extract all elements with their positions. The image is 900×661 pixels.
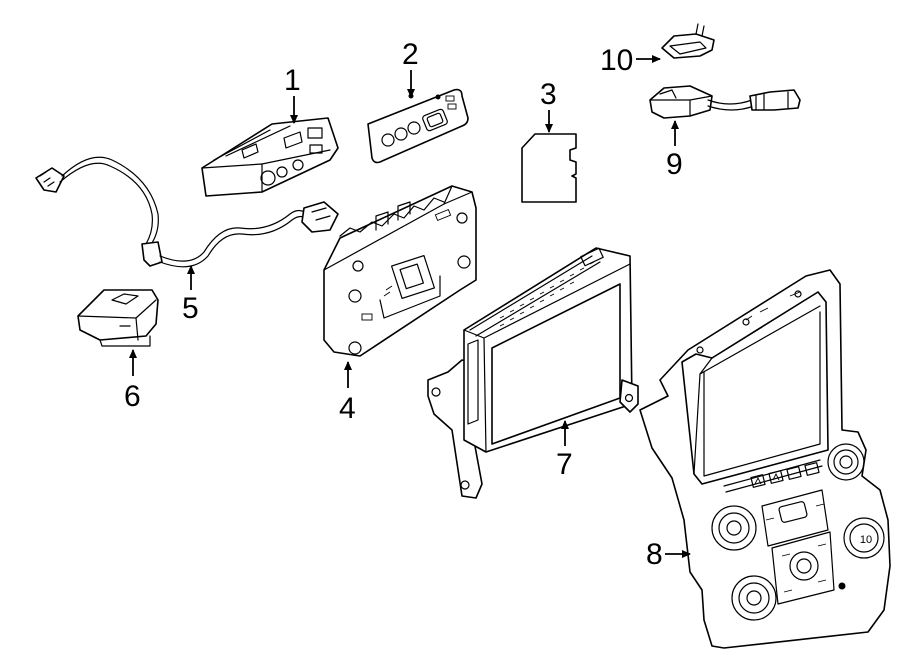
knob-label: 10 xyxy=(860,534,872,546)
part-5-wire-harness xyxy=(35,156,339,268)
svg-text:5: 5 xyxy=(182,292,199,325)
part-9-sensor-pigtail xyxy=(649,85,801,119)
callout-5: 5 xyxy=(182,265,199,325)
knob-upper-right xyxy=(827,443,865,481)
svg-text:3: 3 xyxy=(540,78,557,111)
part-1-receiver-module xyxy=(201,117,339,197)
svg-text:7: 7 xyxy=(556,448,573,481)
callout-2: 2 xyxy=(402,38,419,98)
callout-9: 9 xyxy=(666,120,683,181)
callout-7: 7 xyxy=(556,420,573,481)
svg-text:9: 9 xyxy=(666,148,683,181)
svg-text:1: 1 xyxy=(284,64,301,97)
svg-text:2: 2 xyxy=(402,38,419,71)
part-8-console-bezel: 10 xyxy=(639,269,891,649)
knob-upper-left xyxy=(711,505,757,551)
part-10-sensor-bracket xyxy=(661,23,715,59)
callout-4: 4 xyxy=(339,361,356,425)
part-6-control-module xyxy=(77,289,159,347)
part-2-control-panel xyxy=(367,88,469,164)
part-4-radio-module xyxy=(323,185,477,357)
callout-1: 1 xyxy=(284,64,301,124)
part-3-memory-card xyxy=(521,133,577,203)
callout-8: 8 xyxy=(646,538,691,571)
callout-10: 10 xyxy=(600,44,661,77)
knob-lower-left xyxy=(731,575,777,621)
knob-right-10: 10 xyxy=(843,517,885,559)
svg-text:10: 10 xyxy=(600,44,633,77)
svg-text:8: 8 xyxy=(646,538,663,571)
svg-text:4: 4 xyxy=(339,392,356,425)
svg-text:6: 6 xyxy=(124,380,141,413)
callout-6: 6 xyxy=(124,349,141,413)
part-7-display-screen xyxy=(427,247,639,499)
callout-3: 3 xyxy=(540,78,557,133)
